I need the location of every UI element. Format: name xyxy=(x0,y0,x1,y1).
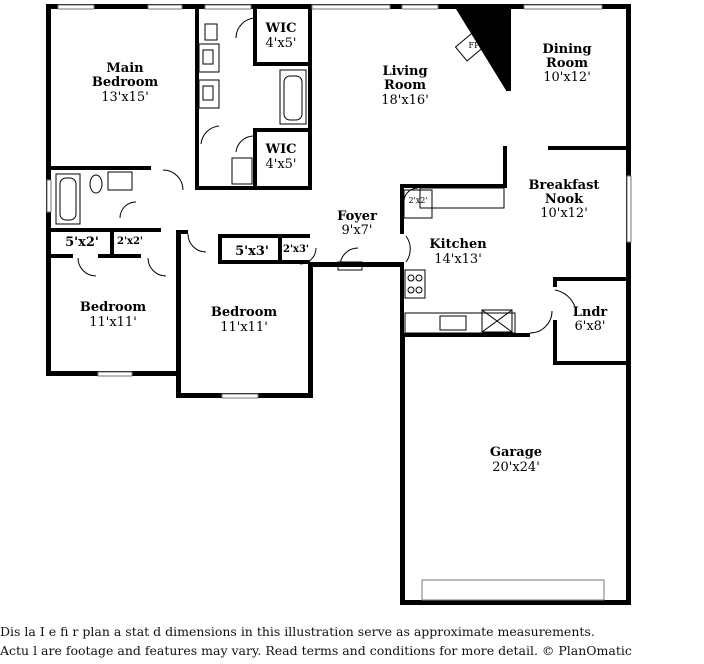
bedroom-middle-name: Bedroom xyxy=(211,305,278,320)
wic-top-size: 4'x5' xyxy=(265,36,296,51)
laundry-size: 6'x8' xyxy=(574,319,605,334)
disclaimer-line-2: Actu l are footage and features may vary… xyxy=(0,643,632,658)
wic-top-name: WIC xyxy=(264,21,296,36)
closet-c-size: 5'x3' xyxy=(235,244,269,259)
pantry-size: 2'x2' xyxy=(408,196,427,205)
disclaimer-line-1: Dis la I e fi r plan a stat d dimensions… xyxy=(0,624,595,639)
windows xyxy=(46,4,632,601)
main-bedroom-name-1: Main xyxy=(106,61,144,76)
kitchen-name: Kitchen xyxy=(429,237,487,252)
foyer-name: Foyer xyxy=(337,209,377,224)
dining-room-name-2: Room xyxy=(546,56,588,71)
room-labels: Main Bedroom 13'x15' WIC 4'x5' WIC 4'x5'… xyxy=(65,21,607,475)
garage-size: 20'x24' xyxy=(492,460,540,475)
breakfast-nook-name-1: Breakfast xyxy=(529,178,600,193)
living-room-name-2: Room xyxy=(384,78,426,93)
kitchen-size: 14'x13' xyxy=(434,252,482,267)
closet-d-size: 2'x3' xyxy=(283,244,309,255)
breakfast-nook-name-2: Nook xyxy=(545,192,584,207)
dining-room-name-1: Dining xyxy=(542,42,591,57)
breakfast-nook-size: 10'x12' xyxy=(540,206,588,221)
interior-walls xyxy=(46,9,631,365)
fireplace-label: FP xyxy=(469,41,481,50)
wic-bottom-size: 4'x5' xyxy=(265,157,296,172)
garage-name: Garage xyxy=(490,445,542,460)
closet-a-size: 5'x2' xyxy=(65,235,99,250)
main-bedroom-name-2: Bedroom xyxy=(92,75,159,90)
bedroom-middle-size: 11'x11' xyxy=(220,320,268,335)
bedroom-left-name: Bedroom xyxy=(80,300,147,315)
living-room-size: 18'x16' xyxy=(381,93,429,108)
dining-room-size: 10'x12' xyxy=(543,70,591,85)
main-bedroom-size: 13'x15' xyxy=(101,90,149,105)
wic-bottom-name: WIC xyxy=(264,142,296,157)
fireplace-shape xyxy=(456,9,507,92)
laundry-name: Lndr xyxy=(573,305,608,320)
bedroom-left-size: 11'x11' xyxy=(89,315,137,330)
closet-b-size: 2'x2' xyxy=(117,236,143,247)
fixtures xyxy=(55,17,576,334)
living-room-name-1: Living xyxy=(382,64,427,79)
foyer-size: 9'x7' xyxy=(341,223,372,238)
